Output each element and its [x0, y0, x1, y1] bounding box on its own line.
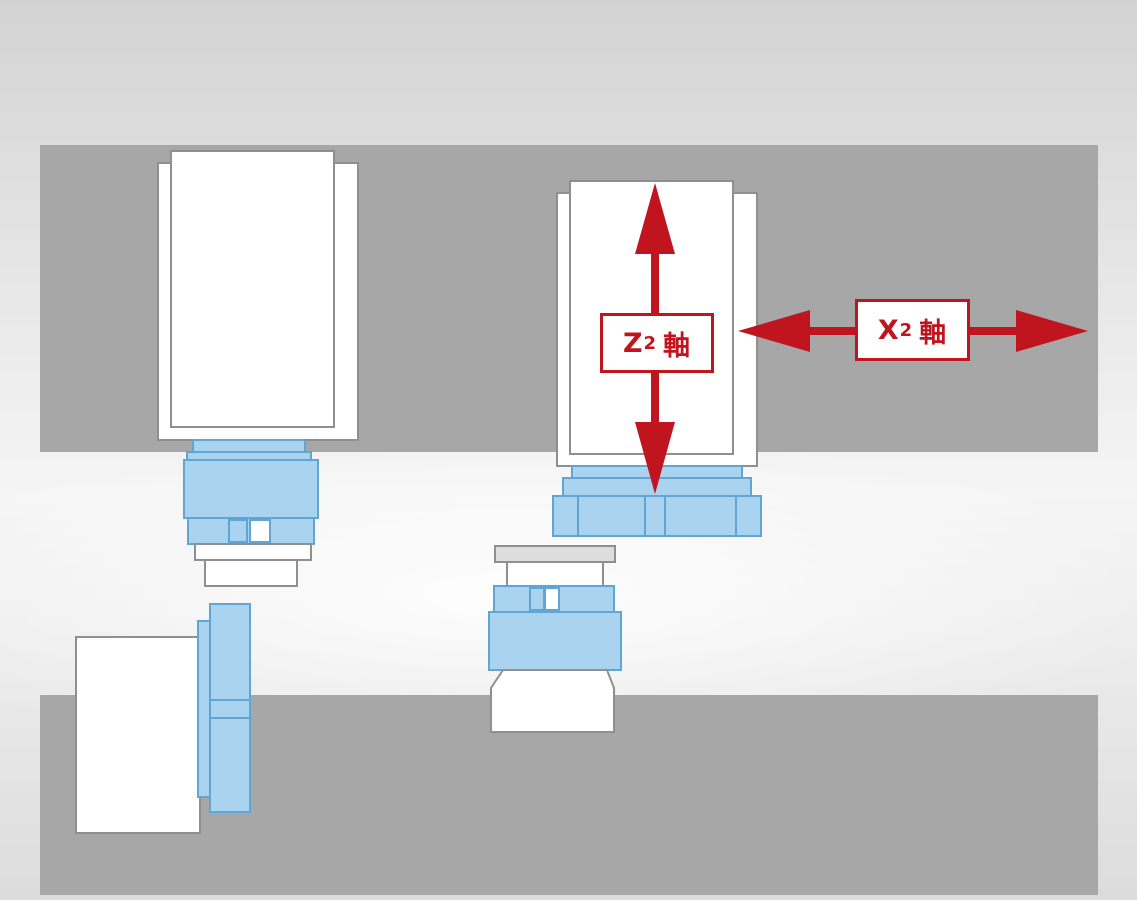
z2-axis-letter: Z	[622, 327, 644, 359]
z2-axis-subscript: 2	[643, 332, 658, 354]
left-spindle-chuck	[183, 439, 319, 587]
right-lower-unit	[488, 545, 622, 733]
left-spindle-head	[157, 150, 359, 441]
x2-axis-subscript: 2	[899, 319, 914, 341]
x2-axis-letter: X	[877, 314, 900, 346]
left-lower-unit	[75, 603, 251, 834]
z2-axis-arrow	[635, 183, 675, 494]
x2-axis-word: 軸	[919, 317, 948, 349]
z2-axis-word: 軸	[663, 330, 692, 362]
x2-axis-arrow	[738, 310, 1088, 352]
